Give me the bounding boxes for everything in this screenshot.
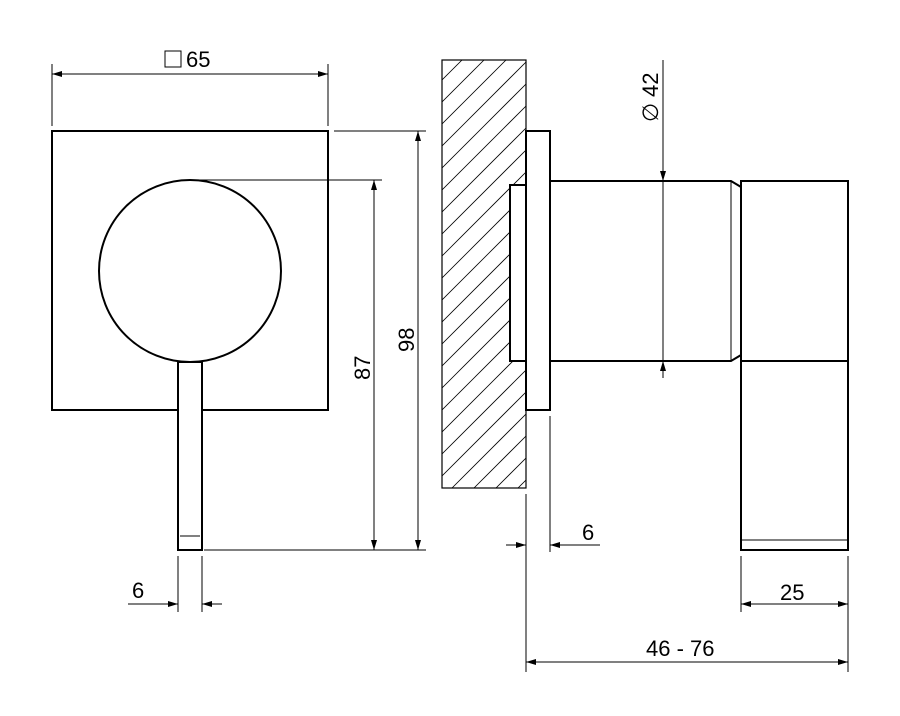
handle-lever <box>740 360 849 551</box>
dim-label-diameter: 42 <box>638 73 663 97</box>
dim-label-handle-width: 6 <box>132 578 144 603</box>
dim-label-projection-range: 46 - 76 <box>646 636 715 661</box>
lever-handle <box>177 361 203 551</box>
dim-lever-length: 87 <box>190 179 426 551</box>
dim-label-lever-length: 87 <box>350 356 375 380</box>
dim-label-plate-width: 65 <box>186 47 210 72</box>
dim-label-plate-thickness: 6 <box>582 520 594 545</box>
dim-handle-width: 6 <box>128 556 222 612</box>
front-view <box>51 130 329 551</box>
side-plate <box>525 130 551 411</box>
handle-top <box>740 180 849 362</box>
dim-label-diameter-symbol: ∅ <box>638 103 663 122</box>
dim-total-height: 98 <box>334 130 426 550</box>
dim-label-handle-depth: 25 <box>780 580 804 605</box>
square-symbol <box>164 50 182 68</box>
knob-circle <box>98 179 282 363</box>
knob-body <box>549 180 742 362</box>
dim-handle-depth: 25 <box>740 556 849 672</box>
dim-projection-range: 46 - 76 <box>526 636 848 665</box>
side-view <box>509 130 849 551</box>
dim-diameter: ∅ 42 <box>638 60 666 378</box>
dim-plate-thickness: 6 <box>506 416 600 672</box>
mounting-flange <box>509 184 527 362</box>
dim-plate-width: 65 <box>51 47 329 126</box>
dim-label-total-height: 98 <box>394 328 419 352</box>
